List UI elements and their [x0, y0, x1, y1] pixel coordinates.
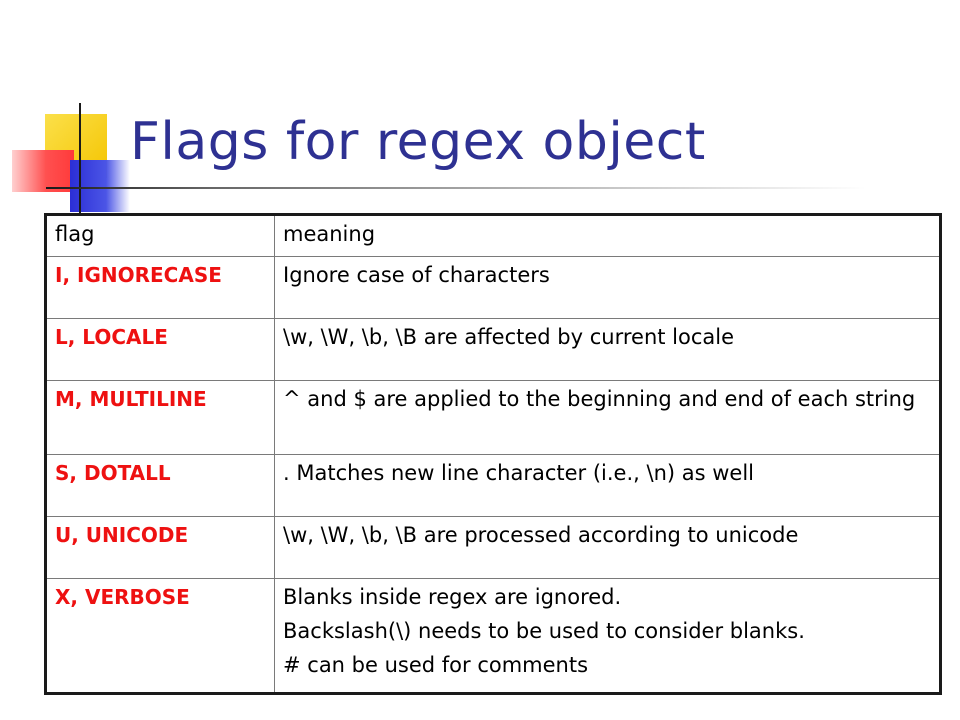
decorative-red-bar: [12, 150, 74, 192]
title-underline: [46, 187, 866, 189]
table-row: X, VERBOSE Blanks inside regex are ignor…: [45, 578, 941, 694]
table-row: I, IGNORECASE Ignore case of characters: [45, 256, 941, 319]
flags-table: flag meaning I, IGNORECASE Ignore case o…: [44, 213, 942, 695]
meaning-cell: \w, \W, \b, \B are processed according t…: [274, 516, 941, 579]
meaning-text: ^ and $ are applied to the beginning and…: [283, 387, 916, 411]
column-header-flag: flag: [45, 214, 275, 257]
meaning-cell: \w, \W, \b, \B are affected by current l…: [274, 318, 941, 381]
meaning-cell: Ignore case of characters: [274, 256, 941, 319]
flag-cell: M, MULTILINE: [45, 380, 275, 455]
meaning-text: Ignore case of characters: [283, 263, 550, 287]
meaning-cell: ^ and $ are applied to the beginning and…: [274, 380, 941, 455]
flag-cell: I, IGNORECASE: [45, 256, 275, 319]
decorative-vertical-line: [79, 103, 81, 215]
meaning-text: \w, \W, \b, \B are affected by current l…: [283, 325, 735, 349]
slide-title: Flags for regex object: [130, 112, 706, 172]
table-row: L, LOCALE \w, \W, \b, \B are affected by…: [45, 318, 941, 381]
flag-cell: S, DOTALL: [45, 454, 275, 517]
flag-cell: L, LOCALE: [45, 318, 275, 381]
meaning-text: # can be used for comments: [283, 653, 589, 677]
meaning-text: . Matches new line character (i.e., \n) …: [283, 461, 755, 485]
meaning-text: \w, \W, \b, \B are processed according t…: [283, 523, 799, 547]
column-header-meaning: meaning: [274, 214, 941, 257]
flag-cell: U, UNICODE: [45, 516, 275, 579]
table-row: U, UNICODE \w, \W, \b, \B are processed …: [45, 516, 941, 579]
meaning-cell: Blanks inside regex are ignored. Backsla…: [274, 578, 941, 694]
meaning-text: Backslash(\) needs to be used to conside…: [283, 619, 805, 643]
meaning-text: Blanks inside regex are ignored.: [283, 585, 622, 609]
table-row: M, MULTILINE ^ and $ are applied to the …: [45, 380, 941, 455]
table-row: S, DOTALL . Matches new line character (…: [45, 454, 941, 517]
meaning-cell: . Matches new line character (i.e., \n) …: [274, 454, 941, 517]
table-header-row: flag meaning: [45, 214, 941, 257]
flag-cell: X, VERBOSE: [45, 578, 275, 694]
